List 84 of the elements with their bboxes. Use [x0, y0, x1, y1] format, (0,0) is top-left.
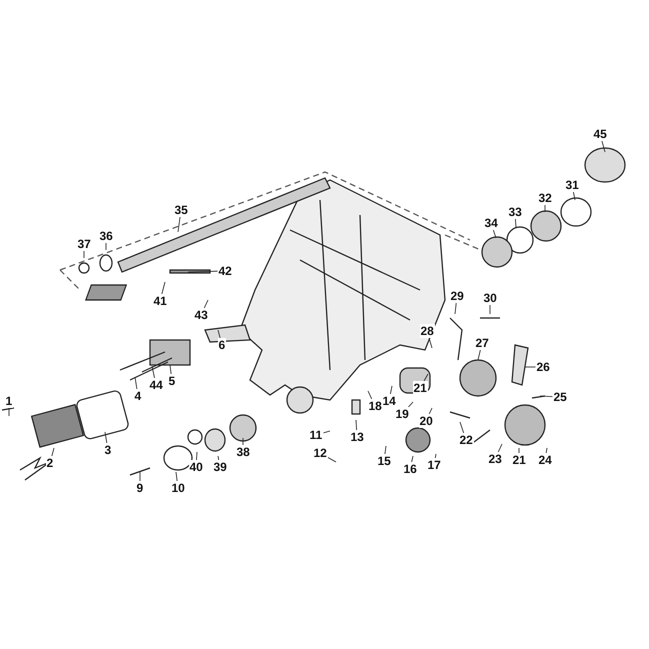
- leader-line: [540, 396, 553, 398]
- callout-number: 14: [382, 394, 397, 408]
- leader-line: [327, 456, 336, 462]
- callout-number: 5: [168, 374, 176, 388]
- leader-line: [8, 408, 10, 416]
- callout-number: 31: [564, 178, 580, 192]
- leader-line: [323, 430, 330, 434]
- callout-number: 29: [450, 289, 465, 303]
- callout-number: 2: [46, 456, 54, 470]
- callout-number: 19: [394, 407, 410, 421]
- leader-line: [573, 192, 576, 200]
- callout-number: 30: [482, 291, 498, 305]
- callout-number: 23: [488, 452, 503, 466]
- leader-line: [204, 300, 208, 308]
- callout-number: 18: [368, 399, 383, 413]
- callout-number: 35: [174, 203, 189, 217]
- leader-line: [218, 456, 220, 460]
- leader-line: [384, 446, 386, 454]
- callout-number: 6: [218, 338, 226, 352]
- callout-number: 37: [76, 237, 92, 251]
- callout-number: 15: [376, 454, 392, 468]
- leader-line: [196, 452, 198, 460]
- leader-line: [492, 230, 496, 238]
- leader-line: [515, 218, 516, 228]
- callout-number: 32: [538, 191, 553, 205]
- callout-number: 25: [552, 390, 568, 404]
- callout-number: 45: [592, 127, 608, 141]
- leader-line: [424, 374, 428, 382]
- callout-number: 39: [212, 460, 228, 474]
- callout-number: 34: [484, 216, 499, 230]
- callout-number: 1: [4, 394, 14, 408]
- leader-line: [134, 376, 138, 390]
- leader-line: [356, 420, 357, 430]
- callout-number: 26: [536, 360, 551, 374]
- callout-number: 28: [420, 324, 435, 338]
- callout-number: 36: [98, 229, 114, 243]
- callout-number: 38: [236, 445, 251, 459]
- leader-line: [602, 140, 606, 152]
- leader-line: [188, 270, 218, 272]
- leader-line: [454, 302, 457, 314]
- leader-line: [411, 456, 414, 462]
- leader-line: [176, 472, 178, 482]
- leader-line: [170, 364, 172, 374]
- leader-line: [368, 390, 372, 400]
- callout-number: 17: [426, 458, 442, 472]
- leader-line: [242, 438, 244, 446]
- leader-line: [544, 204, 546, 212]
- leader-line: [218, 330, 221, 338]
- leader-line: [524, 366, 536, 368]
- callout-number: 27: [474, 336, 490, 350]
- callout-number: 3: [104, 443, 112, 457]
- leader-line: [546, 448, 548, 454]
- leader-line: [390, 386, 392, 394]
- callout-number: 43: [194, 308, 209, 322]
- leader-line: [434, 454, 436, 458]
- callout-number: 22: [458, 433, 474, 447]
- leader-line: [178, 216, 180, 232]
- leader-line: [104, 432, 108, 444]
- callout-number: 10: [170, 481, 186, 495]
- callout-number: 12: [312, 446, 328, 460]
- callout-number: 42: [218, 264, 233, 278]
- callout-number: 13: [350, 430, 365, 444]
- callout-number: 40: [188, 460, 204, 474]
- callout-number: 4: [134, 389, 142, 403]
- leader-line: [152, 366, 155, 378]
- leader-line: [498, 444, 502, 452]
- callout-number: 20: [418, 414, 434, 428]
- callout-number: 16: [402, 462, 418, 476]
- leader-line: [460, 422, 464, 434]
- callout-number: 21: [412, 381, 428, 395]
- callout-number: 44: [148, 378, 164, 392]
- leader-line: [428, 338, 432, 348]
- callout-number: 9: [136, 481, 144, 495]
- callout-number: 24: [538, 453, 553, 467]
- leader-line: [51, 448, 54, 456]
- callout-number: 11: [308, 428, 324, 442]
- leader-line: [478, 350, 481, 360]
- callout-number: 33: [508, 205, 523, 219]
- callout-number: 41: [152, 294, 168, 308]
- leader-line: [428, 408, 432, 414]
- leader-line: [161, 282, 166, 294]
- leader-line: [518, 448, 520, 454]
- leader-line: [408, 402, 414, 408]
- callout-number: 21: [512, 453, 527, 467]
